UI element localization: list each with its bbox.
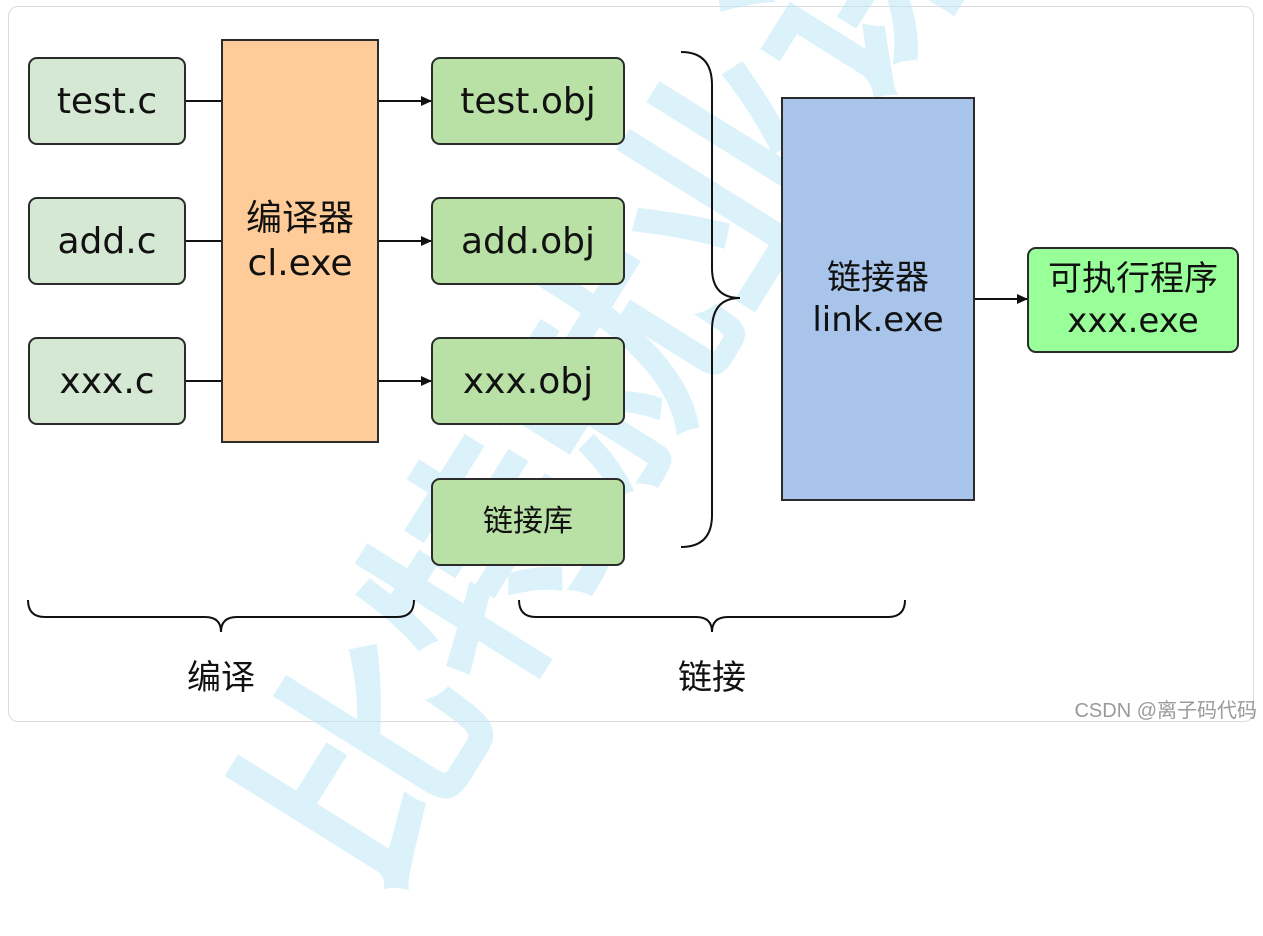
linker-box: 链接器 link.exe <box>781 97 975 501</box>
brace-link <box>518 599 906 633</box>
source-file-add-c: add.c <box>28 197 186 285</box>
phase-label-compile: 编译 <box>187 658 255 698</box>
object-file-xxx-obj: xxx.obj <box>431 337 625 425</box>
executable-title: 可执行程序 <box>1048 258 1218 299</box>
csdn-credit: CSDN @离子码代码 <box>1074 700 1257 722</box>
source-file-test-c: test.c <box>28 57 186 145</box>
link-library-box: 链接库 <box>431 478 625 566</box>
source-file-xxx-c: xxx.c <box>28 337 186 425</box>
linker-exe: link.exe <box>812 300 944 340</box>
phase-label-link: 链接 <box>678 658 746 698</box>
object-file-test-obj: test.obj <box>431 57 625 145</box>
compiler-title: 编译器 <box>245 198 354 239</box>
compiler-box: 编译器 cl.exe <box>221 39 379 443</box>
diagram-frame <box>8 6 1254 722</box>
executable-filename: xxx.exe <box>1067 301 1199 341</box>
brace-compile <box>27 599 415 633</box>
connector-lines <box>27 51 1028 633</box>
brace-objects <box>680 51 741 548</box>
compiler-exe: cl.exe <box>247 243 353 284</box>
executable-output-box: 可执行程序 xxx.exe <box>1027 247 1239 353</box>
object-file-add-obj: add.obj <box>431 197 625 285</box>
linker-title: 链接器 <box>827 257 929 298</box>
